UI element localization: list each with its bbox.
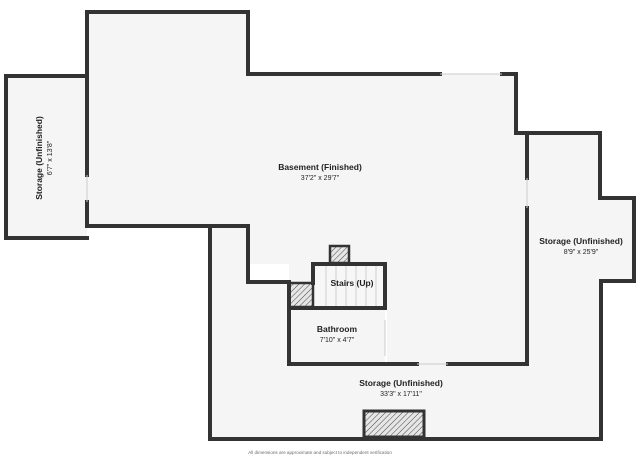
basement-floor (87, 12, 527, 364)
storage-left-name: Storage (Unfinished) (34, 116, 44, 200)
storage-bottom-floor (210, 226, 527, 438)
bathroom-floor (289, 308, 385, 364)
stair-treads (325, 264, 377, 308)
storage-bottom-dims: 33'3" x 17'11" (380, 391, 422, 398)
storage-left-floor (6, 76, 87, 238)
storage-left-dims: 6'7" x 13'8" (47, 140, 54, 175)
stairs-name: Stairs (Up) (331, 278, 374, 288)
basement-dims: 37'2" x 29'7" (301, 175, 340, 182)
label-storage-right: Storage (Unfinished) 8'9" x 25'9" (539, 236, 623, 256)
storage-right-floor (527, 135, 634, 438)
bottom-fixture (362, 409, 426, 439)
storage-right-name: Storage (Unfinished) (539, 236, 623, 246)
disclaimer-footer: All dimensions are approximate and subje… (248, 450, 392, 455)
basement-name: Basement (Finished) (278, 162, 362, 172)
walls (4, 10, 636, 441)
stair-fixture-left (287, 281, 315, 309)
label-stairs: Stairs (Up) (331, 278, 374, 288)
floor-fills (6, 12, 634, 438)
storage-right-dims: 8'9" x 25'9" (564, 249, 599, 256)
label-bathroom: Bathroom 7'10" x 4'7" (317, 324, 358, 344)
openings (86, 73, 528, 365)
bathroom-dims: 7'10" x 4'7" (320, 337, 355, 344)
label-storage-left: Storage (Unfinished) 6'7" x 13'8" (34, 116, 54, 200)
storage-bottom-name: Storage (Unfinished) (359, 378, 443, 388)
label-storage-bottom: Storage (Unfinished) 33'3" x 17'11" (359, 378, 443, 398)
label-basement: Basement (Finished) 37'2" x 29'7" (278, 162, 362, 182)
bathroom-name: Bathroom (317, 324, 358, 334)
stair-fixture-top (328, 244, 351, 265)
